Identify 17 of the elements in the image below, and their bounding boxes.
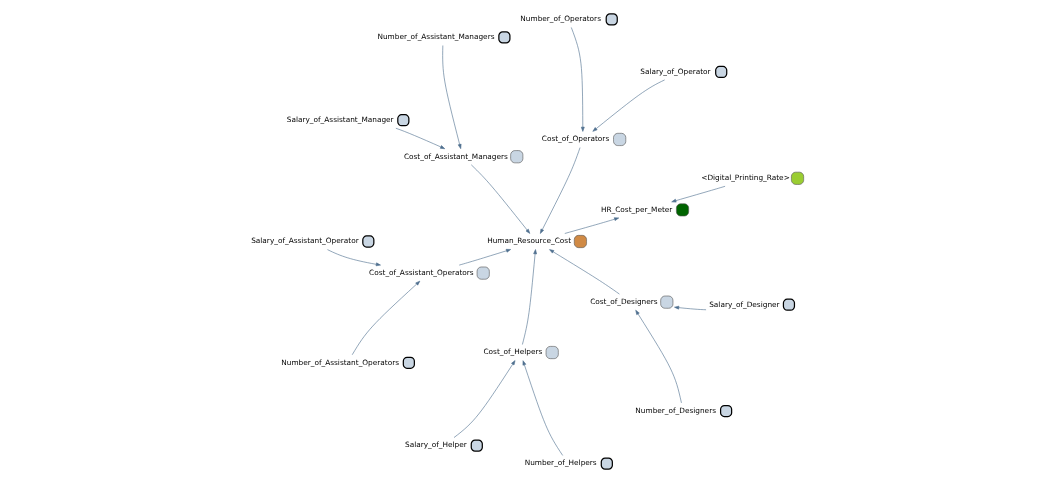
arrow: [592, 79, 665, 132]
arrow: [540, 146, 581, 234]
arrow: [442, 44, 462, 149]
arrow: [549, 248, 620, 294]
arrow: [674, 305, 707, 310]
arrow: [327, 248, 381, 266]
arrow: [351, 280, 421, 355]
arrow: [395, 127, 446, 149]
arrow: [470, 164, 531, 234]
arrow: [453, 359, 516, 438]
arrow: [671, 185, 726, 202]
arrow: [635, 309, 682, 403]
arrow: [522, 359, 563, 456]
arrow: [571, 26, 585, 132]
arrow: [522, 248, 537, 345]
arrow: [458, 248, 511, 265]
arrow: [564, 216, 620, 234]
